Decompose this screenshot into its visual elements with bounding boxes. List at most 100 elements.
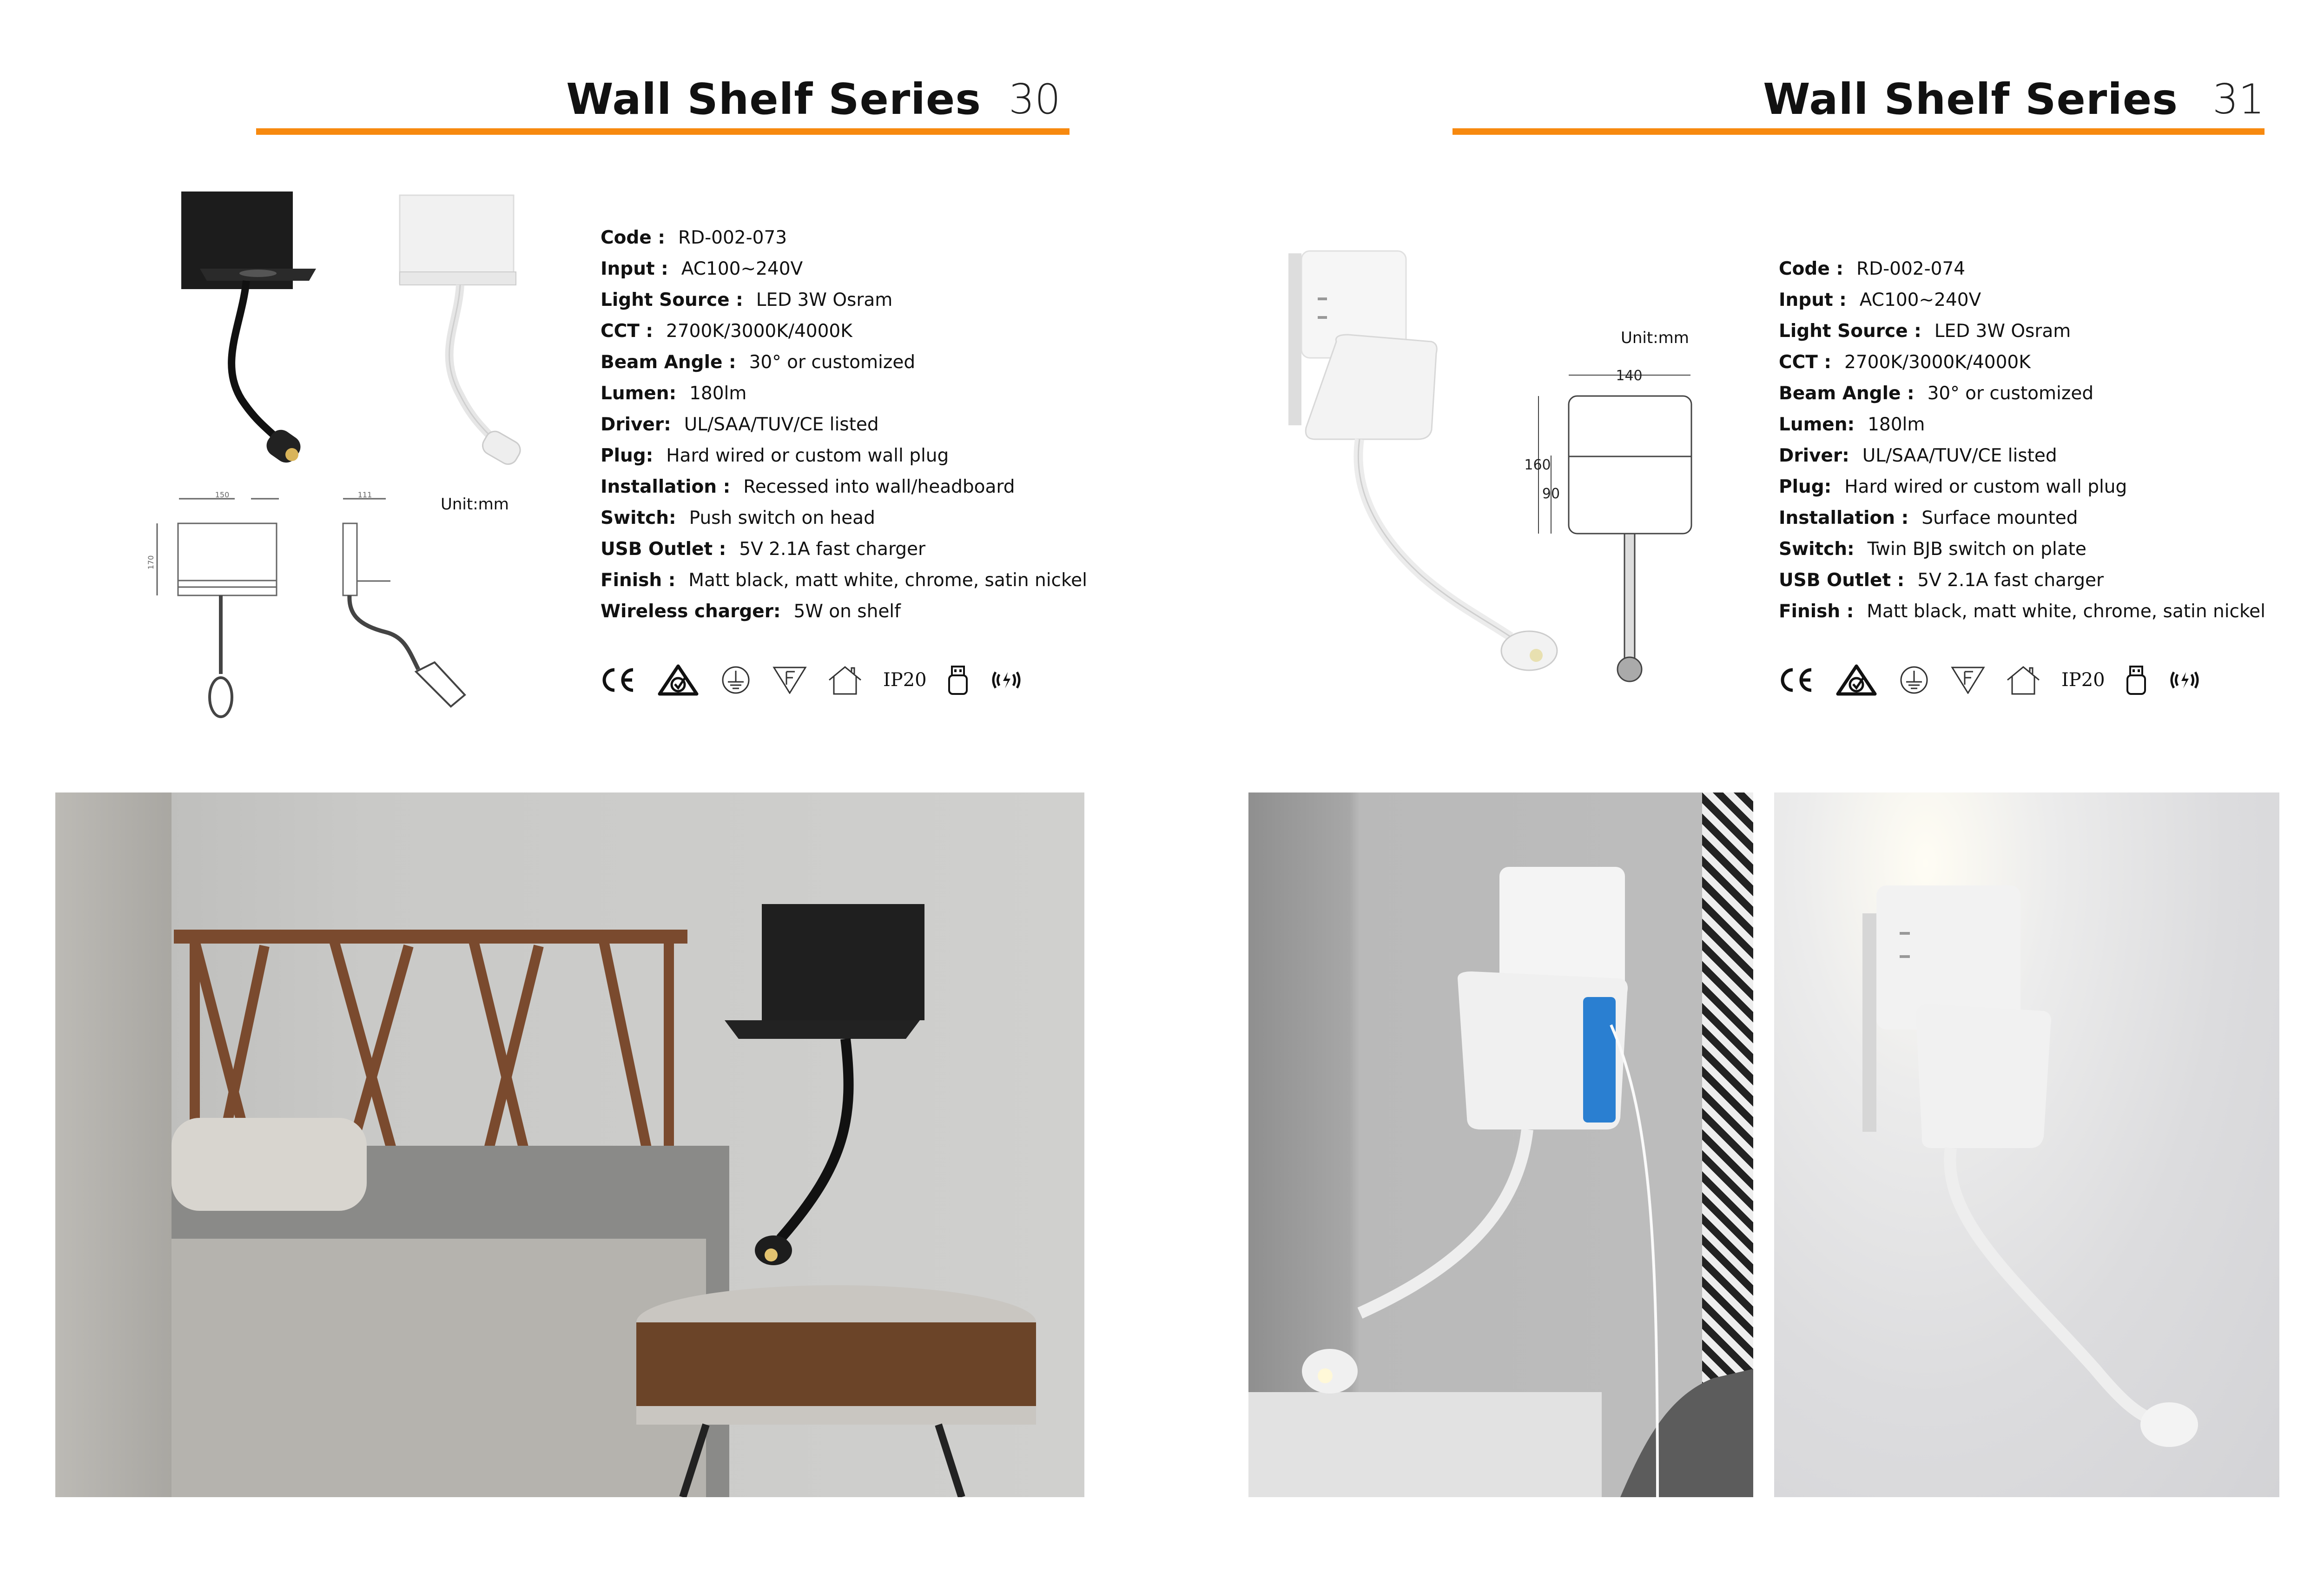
dimension-label: 150 — [215, 490, 230, 499]
wireless-charging-icon — [989, 668, 1023, 692]
spec-label: Wireless charger: — [601, 601, 781, 622]
spec-value: RD-002-074 — [1856, 258, 1966, 279]
technical-drawing — [1538, 375, 1692, 682]
spec-label: Code : — [1779, 258, 1843, 279]
spec-label: CCT : — [1779, 352, 1832, 373]
spec-row: Installation :Surface mounted — [1779, 502, 2265, 534]
product-illustrations: 150 170 111 Unit:mm 140 160 90 Unit:mm — [146, 192, 1692, 718]
certification-icons: IP20 — [600, 659, 1023, 701]
page-title: Wall Shelf Series — [566, 74, 981, 124]
spec-value: 2700K/3000K/4000K — [666, 321, 852, 342]
spec-row: USB Outlet : 5V 2.1A fast charger — [1779, 565, 2265, 596]
spec-value: 5V 2.1A fast charger — [1917, 570, 2104, 591]
spec-label: Switch: — [1779, 539, 1855, 560]
spec-value: Matt black, matt white, chrome, satin ni… — [688, 570, 1087, 591]
spec-value: 2700K/3000K/4000K — [1844, 352, 2031, 373]
spec-label: Plug: — [601, 445, 654, 466]
spec-label: Driver: — [1779, 445, 1849, 466]
spec-row: Lumen:180lm — [601, 378, 1087, 409]
unit-label: Unit:mm — [441, 495, 509, 514]
dimension-label: 111 — [358, 490, 372, 499]
spec-row: Finish : Matt black, matt white, chrome, … — [601, 565, 1087, 596]
spec-row: Beam Angle : 30° or customized — [601, 347, 1087, 378]
spec-row: USB Outlet : 5V 2.1A fast charger — [601, 534, 1087, 565]
spec-value: RD-002-073 — [678, 227, 787, 248]
header-rule — [256, 128, 1070, 135]
ce-mark-icon — [1778, 666, 1815, 694]
spec-label: Input : — [601, 258, 668, 279]
bedroom-lifestyle-photo — [55, 792, 1084, 1497]
rcm-mark-icon — [1835, 664, 1877, 696]
spec-row: Beam Angle :30° or customized — [1779, 378, 2265, 409]
ip-rating-label: IP20 — [883, 669, 927, 691]
spec-row: CCT : 2700K/3000K/4000K — [1779, 347, 2265, 378]
wireless-charging-icon — [2167, 668, 2202, 692]
spec-label: Light Source : — [601, 290, 743, 310]
spec-value: 30° or customized — [749, 352, 916, 373]
wall-lamp-lit-photo — [1774, 792, 2279, 1497]
spec-row: Lumen: 180lm — [1779, 409, 2265, 440]
spec-row: Driver: UL/SAA/TUV/CE listed — [601, 409, 1087, 440]
black-shelf-lamp-image — [181, 192, 316, 463]
earth-class-i-icon — [720, 666, 752, 694]
spec-row: Switch:Twin BJB switch on plate — [1779, 534, 2265, 565]
dimension-label: 170 — [146, 555, 155, 570]
page-title: Wall Shelf Series — [1763, 74, 2178, 124]
ce-mark-icon — [600, 666, 637, 694]
spec-value: 180lm — [1868, 414, 1925, 435]
page-number: 30 — [1009, 75, 1061, 123]
spec-value: Push switch on head — [689, 508, 875, 528]
spec-row: Driver: UL/SAA/TUV/CE listed — [1779, 440, 2265, 471]
spec-value: LED 3W Osram — [1934, 321, 2071, 342]
spec-row: Light Source : LED 3W Osram — [601, 284, 1087, 316]
f-mark-icon — [1951, 666, 1985, 694]
spec-label: USB Outlet : — [601, 539, 726, 560]
spec-label: USB Outlet : — [1779, 570, 1905, 591]
wall-lamp-phone-photo — [1248, 792, 1753, 1497]
f-mark-icon — [772, 666, 807, 694]
spec-row: Code : RD-002-074 — [1779, 253, 2265, 284]
earth-class-i-icon — [1898, 666, 1930, 694]
spec-row: Wireless charger:5W on shelf — [601, 596, 1087, 627]
spec-row: CCT :2700K/3000K/4000K — [601, 316, 1087, 347]
spec-value: Surface mounted — [1921, 508, 2078, 528]
spec-label: Lumen: — [1779, 414, 1855, 435]
spec-label: Light Source : — [1779, 321, 1921, 342]
spec-value: UL/SAA/TUV/CE listed — [1862, 445, 2057, 466]
spec-value: LED 3W Osram — [756, 290, 893, 310]
spec-value: Matt black, matt white, chrome, satin ni… — [1867, 601, 2265, 622]
indoor-use-icon — [827, 665, 863, 695]
spec-row: Light Source : LED 3W Osram — [1779, 316, 2265, 347]
spec-row: Plug:Hard wired or custom wall plug — [1779, 471, 2265, 502]
unit-label: Unit:mm — [1621, 329, 1689, 347]
indoor-use-icon — [2006, 665, 2041, 695]
white-shelf-lamp-image — [399, 194, 521, 465]
rcm-mark-icon — [657, 664, 699, 696]
spec-row: Input :AC100~240V — [601, 253, 1087, 284]
spec-label: Code : — [601, 227, 665, 248]
ip-rating-label: IP20 — [2061, 669, 2105, 691]
spec-row: Plug: Hard wired or custom wall plug — [601, 440, 1087, 471]
dimension-label: 140 — [1616, 368, 1642, 384]
spec-label: Plug: — [1779, 476, 1832, 497]
spec-row: Finish : Matt black, matt white, chrome, … — [1779, 596, 2265, 627]
spec-value: 5V 2.1A fast charger — [739, 539, 926, 560]
spec-label: Beam Angle : — [601, 352, 736, 373]
usb-icon — [2126, 665, 2147, 695]
spec-label: Lumen: — [601, 383, 677, 404]
spec-label: Driver: — [601, 414, 671, 435]
technical-drawing — [156, 498, 466, 718]
spec-row: Installation :Recessed into wall/headboa… — [601, 471, 1087, 502]
spec-value: UL/SAA/TUV/CE listed — [684, 414, 879, 435]
header-rule — [1452, 128, 2265, 135]
spec-value: Hard wired or custom wall plug — [666, 445, 949, 466]
white-wall-lamp-image — [1288, 250, 1558, 671]
spec-label: Finish : — [601, 570, 676, 591]
spec-row: Code : RD-002-073 — [601, 222, 1087, 253]
spec-label: Finish : — [1779, 601, 1854, 622]
spec-label: Installation : — [601, 476, 731, 497]
spec-value: AC100~240V — [1859, 290, 1981, 310]
spec-label: Beam Angle : — [1779, 383, 1915, 404]
